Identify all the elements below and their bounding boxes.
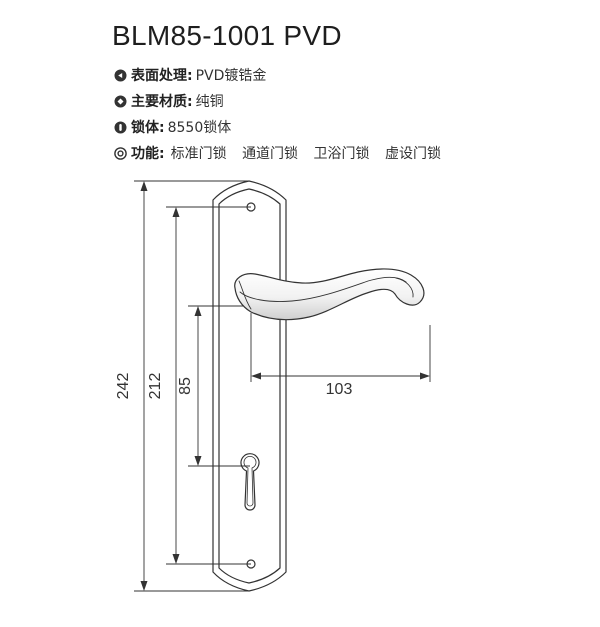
function-item: 通道门锁: [242, 146, 299, 162]
product-model-title: BLM85-1001 PVD: [112, 20, 342, 51]
dim-212-arrow-top: [172, 207, 180, 217]
dim-85-arrow-bottom: [194, 456, 202, 466]
function-item: 卫浴门锁: [313, 146, 370, 162]
spec-lock-body: 锁体: 8550锁体: [114, 116, 231, 138]
cylinder-keyhole: [240, 453, 260, 511]
dim-212-arrow-bottom: [172, 554, 180, 564]
dim-85-arrow-top: [194, 306, 202, 316]
cylinder-keyhole-inner: [243, 456, 257, 507]
lock-body-icon: [114, 121, 127, 133]
spec-label: 锁体:: [131, 120, 165, 136]
function-item: 虚设门锁: [384, 146, 441, 162]
spec-value: PVD镀锆金: [195, 68, 267, 84]
dim-103-arrow-right: [420, 372, 430, 380]
backplate-outline: [212, 180, 287, 592]
spec-material: 主要材质: 纯铜: [114, 90, 224, 112]
spec-value: 8550锁体: [167, 120, 232, 136]
spec-label: 主要材质:: [131, 94, 193, 110]
backplate-inner-outline: [218, 188, 281, 584]
spec-label: 功能:: [131, 146, 165, 162]
material-icon: [114, 95, 127, 107]
dim-103-arrow-left: [251, 372, 261, 380]
dim-103-label: 103: [326, 381, 353, 398]
lever-end-curl: [395, 277, 414, 298]
lever-handle: [234, 268, 425, 321]
surface-finish-icon: [114, 69, 127, 81]
spec-surface-finish: 表面处理: PVD镀锆金: [114, 64, 266, 86]
spec-value: 纯铜: [195, 94, 224, 110]
lever-rose: [238, 280, 252, 310]
dim-242-label: 242: [115, 373, 132, 400]
dim-212-label: 212: [147, 373, 164, 400]
spec-functions: 功能: 标准门锁 通道门锁 卫浴门锁 虚设门锁: [114, 142, 452, 164]
lever-highlight: [239, 276, 407, 302]
dim-242-arrow-bottom: [140, 581, 148, 591]
function-icon: [114, 146, 127, 160]
function-item: 标准门锁: [170, 146, 227, 162]
dim-85-label: 85: [177, 377, 194, 395]
spec-label: 表面处理:: [131, 68, 193, 84]
dim-242-arrow-top: [140, 181, 148, 191]
